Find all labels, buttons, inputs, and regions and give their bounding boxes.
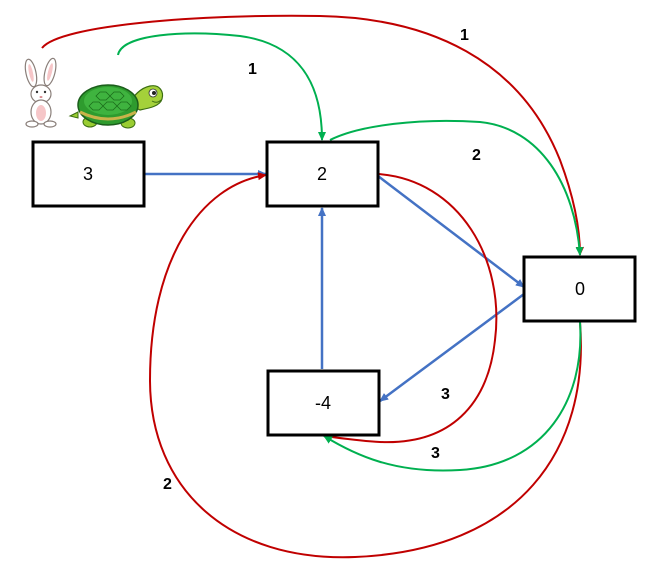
red-path-0-to-2 [148,172,582,559]
label-green-0-to-m4: 3 [431,445,440,462]
label-red-top: 1 [460,27,469,44]
node-0-label: 0 [575,279,585,299]
edge-0-to-m4 [379,292,525,403]
green-path-turtle-to-2 [117,32,326,141]
node-m4: -4 [266,369,381,437]
green-path-0-to-m4 [323,321,582,472]
red-path-rabbit-to-0 [41,14,584,256]
node-2: 2 [265,140,380,208]
turtle-icon [68,84,164,129]
label-green-top: 1 [248,61,257,78]
label-red-0-to-2: 2 [163,476,172,493]
label-red-2-to-m4: 3 [441,386,450,403]
node-3-label: 3 [83,164,93,184]
rabbit-icon [24,57,57,128]
label-green-2-to-0: 2 [472,147,481,164]
red-path-2-to-m4 [323,173,498,444]
edge-2-to-0 [377,175,525,288]
node-m4-label: -4 [315,393,331,413]
green-path-2-to-0 [329,119,584,256]
node-3: 3 [31,140,146,208]
node-0: 0 [522,255,637,323]
node-2-label: 2 [317,164,327,184]
